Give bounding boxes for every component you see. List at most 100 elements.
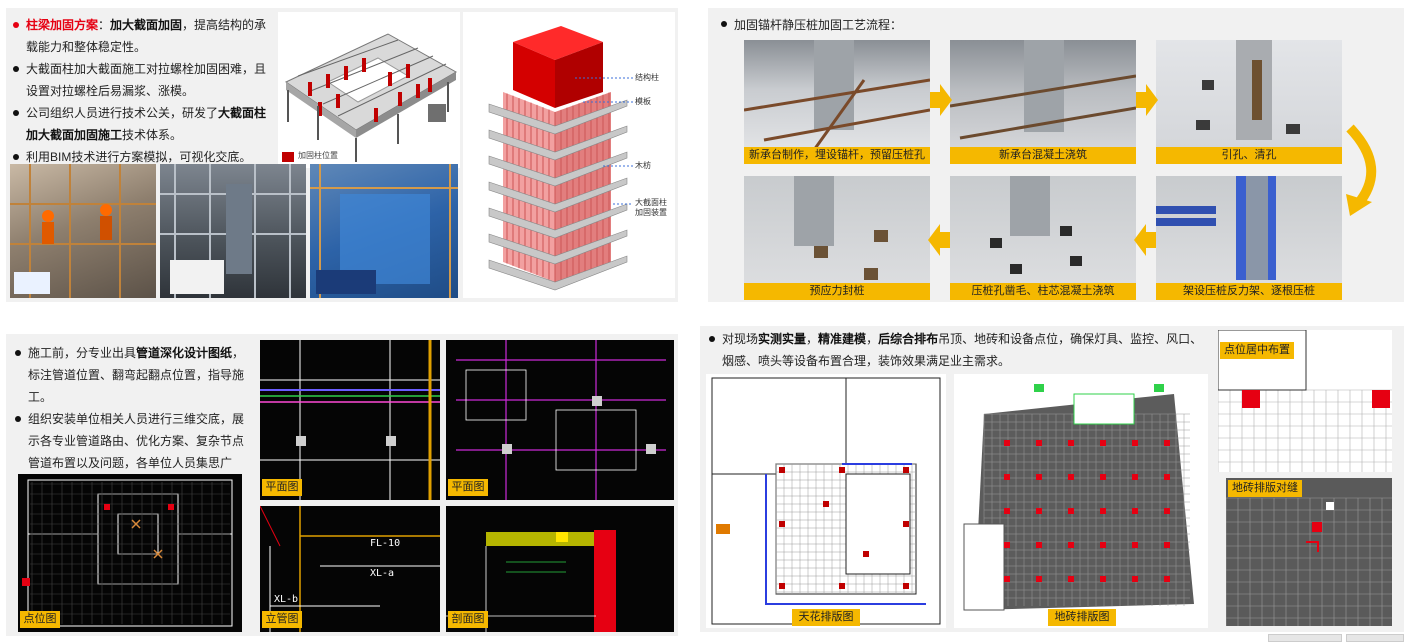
ceiling-point-9 [823, 501, 829, 507]
step-card-1: 新承台制作，埋设锚杆，预留压桩孔 [744, 40, 930, 164]
legend-red-swatch [282, 152, 294, 162]
red-column-6 [336, 94, 340, 108]
ceiling-point-5 [903, 521, 909, 527]
panel1-bullet-1: 柱梁加固方案：加大截面加固，提高结构的承载能力和整体稳定性。 [12, 14, 274, 58]
drawing-plan-1: 平面图 [260, 340, 440, 500]
riser-fl-label: FL-10 [370, 538, 401, 549]
ceiling-point-1 [779, 467, 785, 473]
site-photo-1 [10, 164, 156, 298]
panel-static-pile-process: 加固锚杆静压桩加固工艺流程： 新承台制作，埋设锚杆，预留压桩孔 新承台混凝土浇筑… [708, 8, 1404, 302]
ceiling-point-2 [839, 467, 845, 473]
panel-column-reinforcement: 柱梁加固方案：加大截面加固，提高结构的承载能力和整体稳定性。大截面柱加大截面施工… [6, 8, 678, 302]
process-heading-text: 加固锚杆静压桩加固工艺流程： [734, 18, 903, 32]
panel4-bullets: 对现场实测实量，精准建模，后综合排布吊顶、地砖和设备点位，确保灯具、监控、风口、… [708, 328, 1212, 372]
legend-label: 加固柱位置 [298, 151, 338, 160]
panel1-bullet-3-text-2: 大截面柱加大截面加固施工 [26, 106, 267, 142]
panel1-bullet-3-text-1: 公司组织人员进行技术公关，研发了 [26, 106, 219, 120]
step-card-6: 架设压桩反力架、逐根压桩 [1156, 176, 1342, 300]
red-column-12 [374, 108, 378, 122]
red-column-11 [428, 78, 432, 92]
panel1-bullet-2: 大截面柱加大截面施工对拉螺栓加固困难，且设置对拉螺栓后易漏浆、涨模。 [12, 58, 274, 102]
flow-arrows [928, 84, 1377, 256]
panel1-bullet-3: 公司组织人员进行技术公关，研发了大截面柱加大截面加固施工技术体系。 [12, 102, 274, 146]
ceiling-point-4 [779, 521, 785, 527]
panel4-bullet-1: 对现场实测实量，精准建模，后综合排布吊顶、地砖和设备点位，确保灯具、监控、风口、… [708, 328, 1212, 372]
panel-decoration-layout: 对现场实测实量，精准建模，后综合排布吊顶、地砖和设备点位，确保灯具、监控、风口、… [700, 326, 1404, 632]
floor-layout-drawing: 地砖排版图 [954, 374, 1208, 628]
red-column-3 [344, 66, 348, 80]
panel3-bullet-1-text-3: ，标注管道位置、翻弯起翻点位置，指导施工。 [28, 346, 245, 404]
panel3-bullet-1: 施工前，分专业出具管道深化设计图纸，标注管道位置、翻弯起翻点位置，指导施工。 [14, 342, 254, 408]
red-column-8 [406, 64, 410, 78]
label-structure-column: 结构柱 [635, 73, 659, 82]
floor-point-28 [1100, 576, 1106, 582]
floor-point-22 [1100, 542, 1106, 548]
step-card-5: 压桩孔凿毛、柱芯混凝土浇筑 [950, 176, 1136, 300]
panel4-bullet-1-text-5: ， [866, 332, 879, 346]
panel1-bullet-4: 利用BIM技术进行方案模拟，可视化交底。 [12, 146, 274, 168]
label-points: 点位图 [20, 611, 60, 628]
floor-point-15 [1068, 508, 1074, 514]
panel1-bullet-4-text-1: 利用BIM技术进行方案模拟，可视化交底。 [26, 150, 252, 164]
panel1-bullet-1-text-3: 加大截面加固 [110, 18, 183, 32]
red-column-10 [416, 84, 420, 98]
floor-point-11 [1132, 474, 1138, 480]
bim-floor-model: 加固柱位置 [278, 12, 460, 168]
label-riser: 立管图 [262, 611, 302, 628]
floor-point-3 [1068, 440, 1074, 446]
panel3-bullets: 施工前，分专业出具管道深化设计图纸，标注管道位置、翻弯起翻点位置，指导施工。组织… [14, 342, 254, 496]
floor-point-4 [1100, 440, 1106, 446]
panel3-bullet-1-text-1: 施工前，分专业出具 [28, 346, 137, 360]
arrow-left-2 [928, 224, 950, 256]
label-formwork: 模板 [635, 97, 651, 106]
column-reinforcement-model: 结构柱 模板 木枋 大截面柱加固装置 [463, 12, 675, 298]
label-plan-1: 平面图 [262, 479, 302, 496]
floor-point-1 [1004, 440, 1010, 446]
step-label-4: 预应力封桩 [744, 283, 930, 300]
drawing-plan-2: 平面图 [446, 340, 674, 500]
label-align: 地砖排版对缝 [1228, 480, 1302, 497]
panel1-bullet-1-text-2: ： [98, 18, 111, 32]
floor-point-27 [1068, 576, 1074, 582]
floor-point-5 [1132, 440, 1138, 446]
panel1-bullet-3-text-3: 技术体系。 [122, 128, 183, 142]
panel4-bullet-1-text-6: 后综合排布 [878, 332, 939, 346]
panel4-bullet-1-text-7: 吊顶、地砖和设备点位，确保灯具、监控、风口、烟感、喷头等设备布置合理，装饰效果满… [722, 332, 1203, 368]
panel3-bullet-2: 组织安装单位相关人员进行三维交底，展示各专业管道路由、优化方案、复杂节点管道布置… [14, 408, 254, 496]
label-floor: 地砖排版图 [1048, 609, 1116, 626]
floor-point-13 [1004, 508, 1010, 514]
step-card-2: 新承台混凝土浇筑 [950, 40, 1136, 164]
tile-alignment-detail: 地砖排版对缝 [1226, 478, 1392, 626]
floor-point-12 [1164, 474, 1170, 480]
riser-xla-label: XL-a [370, 568, 395, 579]
ceiling-point-10 [863, 551, 869, 557]
riser-xlb-label: XL-b [274, 594, 299, 605]
floor-point-7 [1004, 474, 1010, 480]
floor-point-26 [1036, 576, 1042, 582]
floor-point-2 [1036, 440, 1042, 446]
step-label-1: 新承台制作，埋设锚杆，预留压桩孔 [744, 147, 930, 164]
panel1-bullet-1-text-1: 柱梁加固方案 [26, 18, 99, 32]
red-column-9 [398, 92, 402, 106]
drawing-riser: FL-10 XL-a XL-b 立管图 [260, 506, 440, 632]
floor-point-6 [1164, 440, 1170, 446]
floor-point-16 [1100, 508, 1106, 514]
step-label-2: 新承台混凝土浇筑 [950, 147, 1136, 164]
red-column-7 [388, 72, 392, 86]
floor-point-9 [1068, 474, 1074, 480]
panel4-bullet-1-text-1: 对现场 [722, 332, 759, 346]
ceiling-point-8 [903, 583, 909, 589]
floor-point-10 [1100, 474, 1106, 480]
red-column-1 [308, 82, 312, 96]
arrow-right-2 [1136, 84, 1158, 116]
arrow-right-1 [930, 84, 952, 116]
panel1-bullet-1-text-4: ，提高结构的承载能力和整体稳定性。 [26, 18, 267, 54]
arrow-left-1 [1134, 224, 1156, 256]
step-card-3: 引孔、清孔 [1156, 40, 1342, 164]
floor-point-17 [1132, 508, 1138, 514]
red-column-2 [326, 74, 330, 88]
floor-point-18 [1164, 508, 1170, 514]
red-column-4 [362, 58, 366, 72]
panel3-bullet-2-text-1: 组织安装单位相关人员进行三维交底，展示各专业管道路由、优化方案、复杂节点管道布置… [28, 412, 245, 492]
floor-point-29 [1132, 576, 1138, 582]
